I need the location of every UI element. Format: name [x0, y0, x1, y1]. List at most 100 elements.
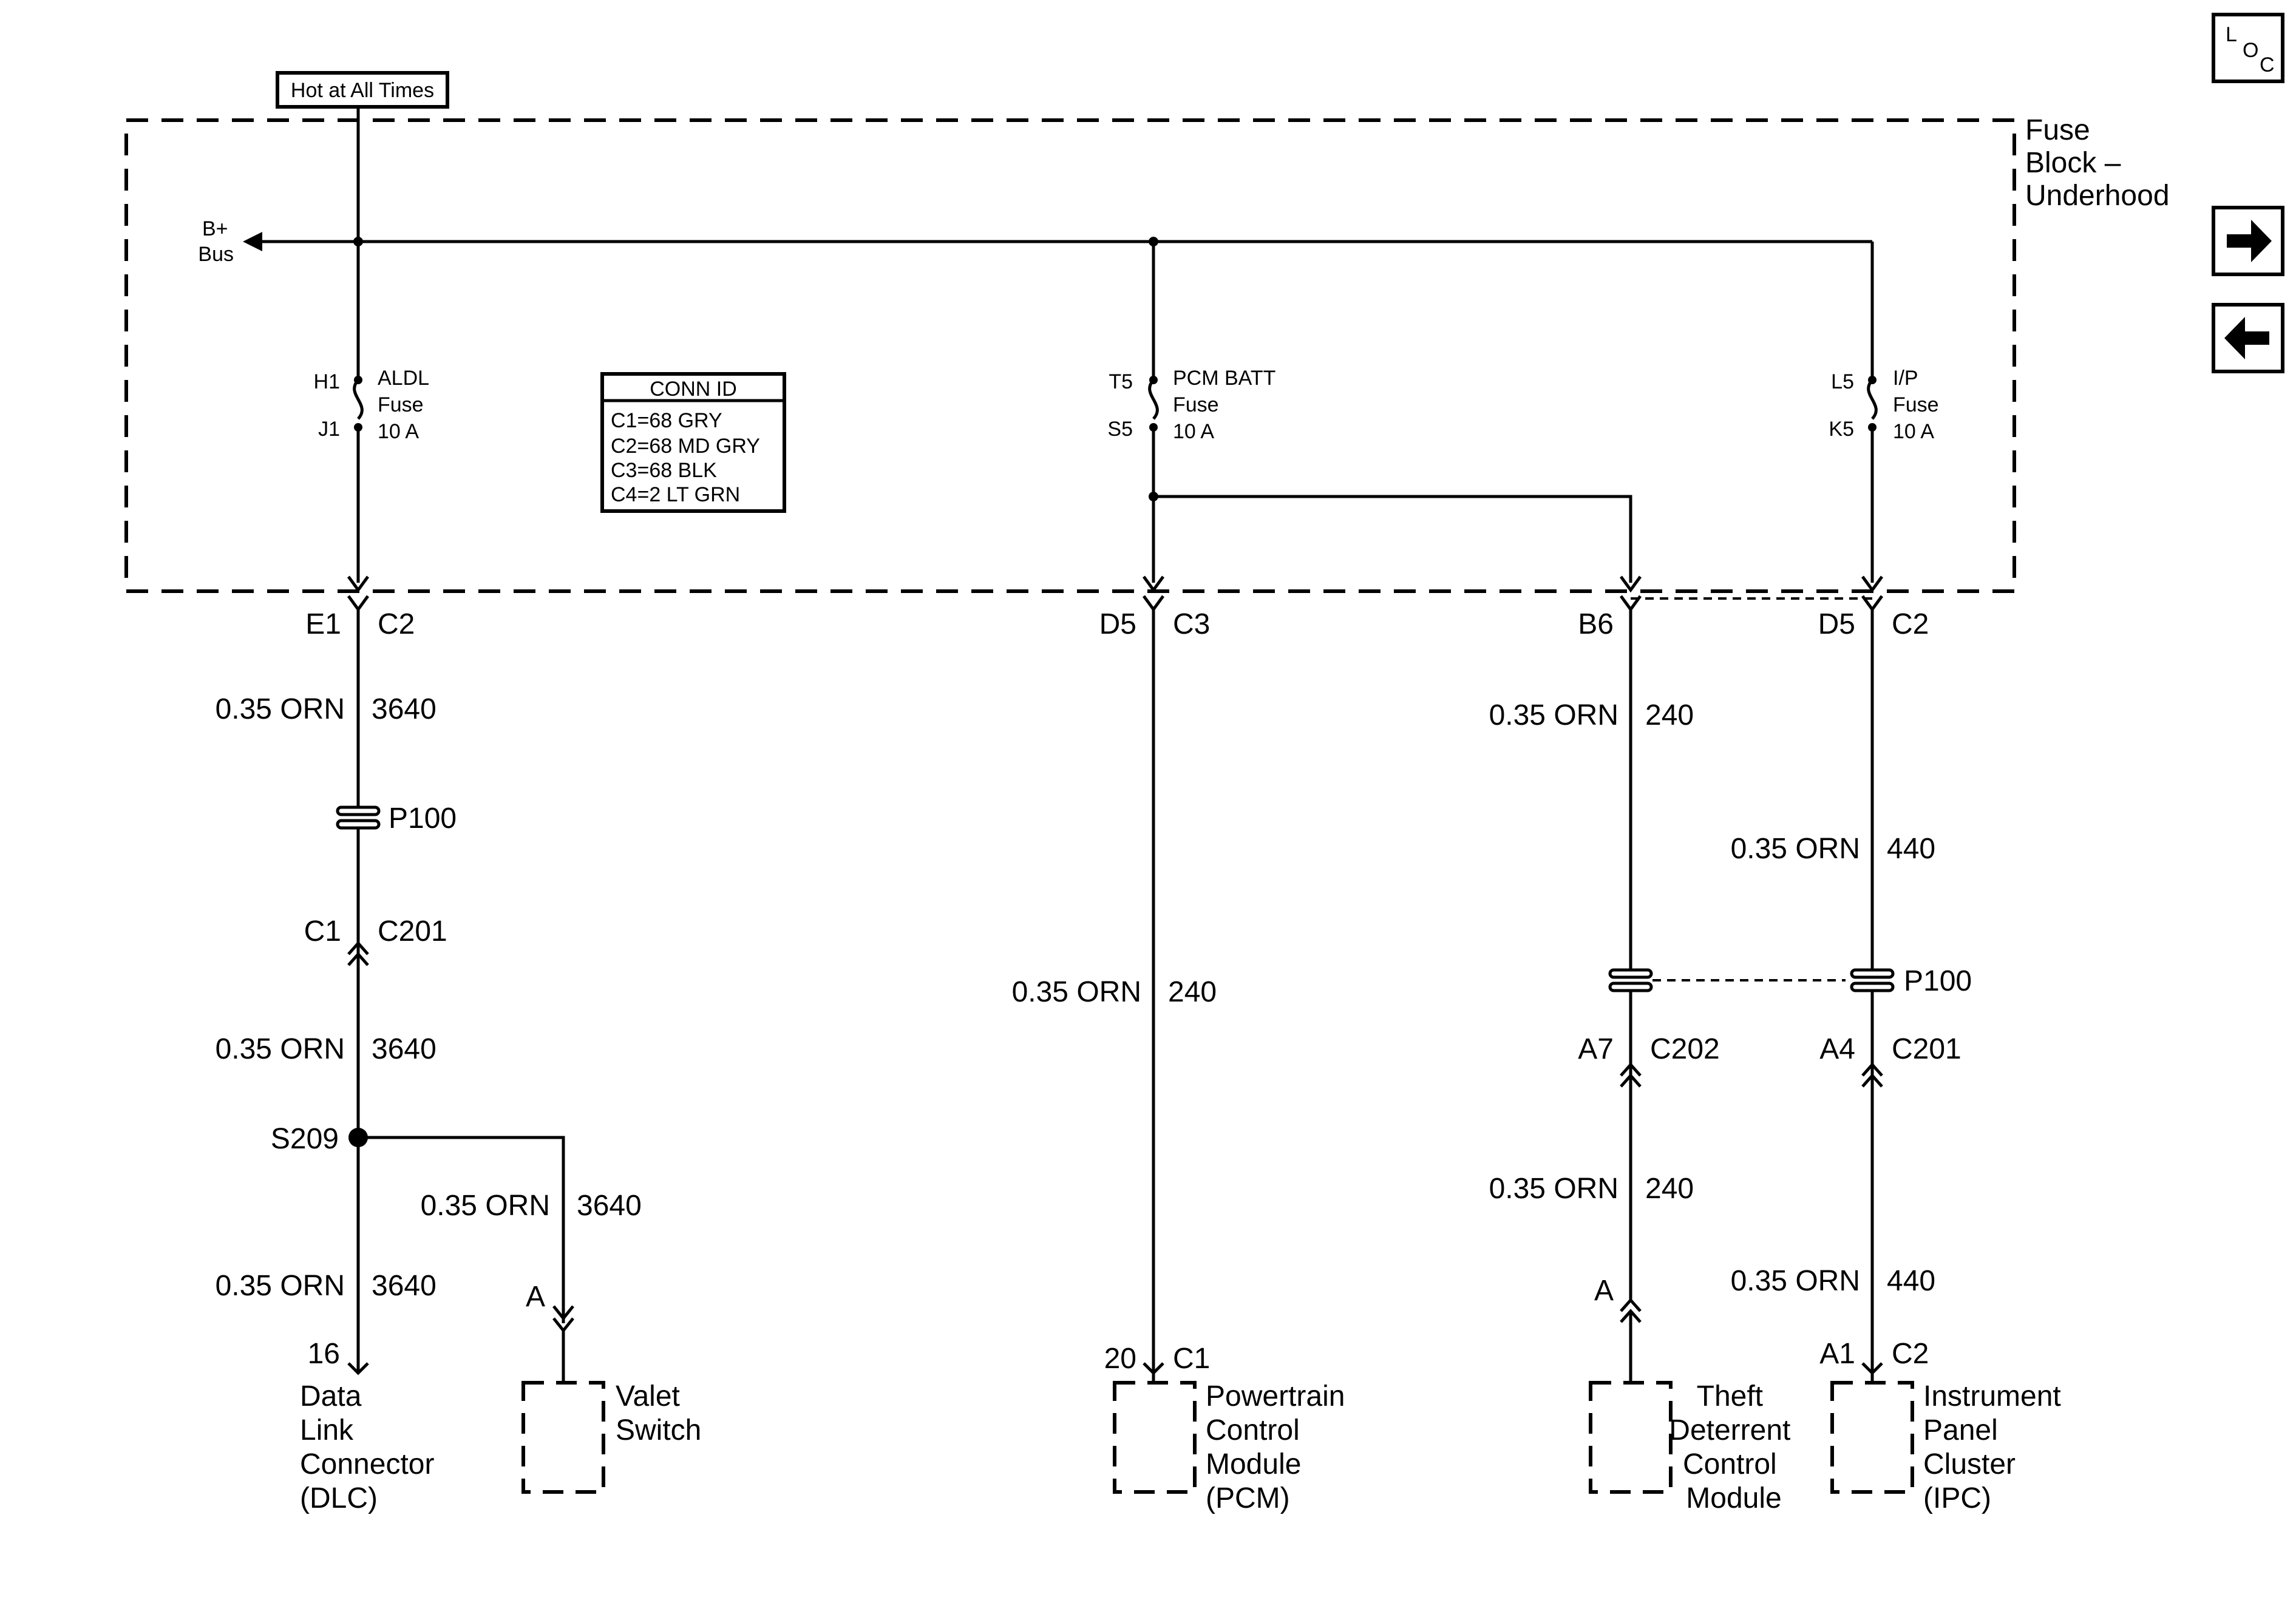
- connector-chevron: [1620, 1298, 1642, 1312]
- component-name: Theft Deterrent Control Module: [1669, 1380, 1798, 1514]
- terminal-arrow: [347, 1362, 369, 1375]
- fuse-symbol: [1867, 379, 1878, 420]
- arrow-right-icon: [2227, 220, 2272, 262]
- fuse-bottom-pin: S5: [1107, 418, 1133, 441]
- component-pin: 16: [308, 1338, 340, 1370]
- fuse-bottom-pin: K5: [1829, 418, 1854, 441]
- conn-id-row: C3=68 BLK: [611, 459, 717, 482]
- fuse-block-pin: D5: [1818, 608, 1855, 640]
- fuse-name: PCM BATT Fuse 10 A: [1173, 367, 1281, 443]
- inline-pin: C1: [304, 915, 341, 947]
- component-name: Valet Switch: [616, 1380, 701, 1446]
- wire-circuit: 3640: [577, 1190, 642, 1222]
- inline-conn: C201: [1892, 1033, 1961, 1065]
- passthrough-grommet: [1608, 968, 1653, 992]
- hot-label-box: [276, 71, 449, 109]
- fuse-block-pin: B6: [1578, 608, 1614, 640]
- component-pin: 20: [1104, 1343, 1136, 1375]
- wire-circuit: 240: [1645, 1173, 1694, 1205]
- bus-arrow: [243, 232, 262, 251]
- conn-id-title: CONN ID: [650, 378, 737, 401]
- passthrough-label: P100: [389, 802, 457, 835]
- fuse-name: ALDL Fuse 10 A: [378, 367, 434, 443]
- wire: [1153, 495, 1632, 583]
- wire-circuit: 240: [1645, 699, 1694, 731]
- connector-arrow: [552, 1305, 574, 1321]
- component-name: Powertrain Control Module (PCM): [1206, 1380, 1353, 1514]
- component-name: Instrument Panel Cluster (IPC): [1923, 1380, 2069, 1514]
- wire-circuit: 3640: [372, 1270, 436, 1302]
- previous-page-button[interactable]: [2212, 303, 2284, 373]
- component-pin: A1: [1819, 1338, 1855, 1370]
- conn-id-table: CONN ID C1=68 GRY C2=68 MD GRY C3=68 BLK…: [600, 372, 786, 513]
- fuse-bottom-pin: J1: [318, 418, 340, 441]
- passthrough-grommet: [1850, 968, 1895, 992]
- connector-fork: [1142, 595, 1165, 612]
- conn-id-row: C4=2 LT GRN: [611, 483, 740, 506]
- wire-gauge: 0.35 ORN: [216, 1033, 345, 1065]
- component-name: Data Link Connector (DLC): [300, 1380, 443, 1514]
- component-box: [521, 1381, 605, 1494]
- inline-conn: C202: [1650, 1033, 1720, 1065]
- wire-gauge: 0.35 ORN: [1731, 1265, 1860, 1297]
- inline-conn: C201: [378, 915, 447, 947]
- wire-gauge: 0.35 ORN: [216, 1270, 345, 1302]
- branch-pin: A: [1594, 1275, 1614, 1307]
- wire: [358, 1136, 565, 1323]
- wire-circuit: 3640: [372, 1033, 436, 1065]
- connector-arrow: [1619, 575, 1642, 593]
- wire-gauge: 0.35 ORN: [421, 1190, 550, 1222]
- passthrough-label: P100: [1904, 965, 1972, 997]
- loc-button[interactable]: L O C: [2212, 13, 2284, 83]
- component-box: [1113, 1381, 1197, 1494]
- fuse-name: I/P Fuse 10 A: [1893, 367, 1944, 443]
- fuse-block-pin: D5: [1099, 608, 1136, 640]
- fuse-block-conn: C2: [378, 608, 415, 640]
- branch-pin: A: [526, 1281, 545, 1313]
- wire-gauge: 0.35 ORN: [216, 693, 345, 725]
- component-conn: C2: [1892, 1338, 1929, 1370]
- connector-arrow: [347, 575, 370, 593]
- wire-gauge: 0.35 ORN: [1489, 699, 1618, 731]
- conn-id-row: C1=68 GRY: [611, 409, 722, 432]
- component-conn: C1: [1173, 1343, 1210, 1375]
- connector-fork: [347, 595, 370, 612]
- fuse-top-pin: H1: [314, 370, 340, 393]
- wire-gauge: 0.35 ORN: [1731, 833, 1860, 865]
- connector-arrow: [1861, 575, 1884, 593]
- fuse-top-pin: L5: [1831, 370, 1854, 393]
- svg-text:L: L: [2226, 23, 2237, 46]
- bus-label: B+ Bus: [198, 217, 234, 266]
- fuse-symbol: [353, 379, 364, 420]
- fuse-block-conn: C2: [1892, 608, 1929, 640]
- connector-chevron: [347, 941, 369, 955]
- connector-arrow: [1142, 575, 1165, 593]
- connector-chevron: [1620, 1062, 1642, 1077]
- passthrough-grommet: [336, 805, 381, 830]
- fuse-top-pin: T5: [1109, 370, 1133, 393]
- fuse-block-boundary: [124, 118, 2016, 593]
- next-page-button[interactable]: [2212, 206, 2284, 276]
- fuse-block-pin: E1: [305, 608, 341, 640]
- fuse-block-conn: C3: [1173, 608, 1210, 640]
- connector-chevron: [1861, 1062, 1883, 1077]
- wire-circuit: 3640: [372, 693, 436, 725]
- wire-circuit: 440: [1887, 1265, 1935, 1297]
- component-box: [1830, 1381, 1914, 1494]
- component-box: [1589, 1381, 1673, 1494]
- inline-pin: A7: [1578, 1033, 1614, 1065]
- wire-gauge: 0.35 ORN: [1012, 976, 1141, 1008]
- splice-label: S209: [271, 1123, 339, 1155]
- svg-text:O: O: [2243, 39, 2258, 62]
- inline-pin: A4: [1819, 1033, 1855, 1065]
- wire-circuit: 440: [1887, 833, 1935, 865]
- hot-label: Hot at All Times: [291, 79, 434, 102]
- fuse-symbol: [1148, 379, 1159, 420]
- arrow-left-icon: [2224, 317, 2269, 359]
- wire-circuit: 240: [1168, 976, 1217, 1008]
- wire-gauge: 0.35 ORN: [1489, 1173, 1618, 1205]
- fuse-block-title: Fuse Block – Underhood: [2025, 114, 2170, 212]
- conn-id-row: C2=68 MD GRY: [611, 435, 760, 458]
- svg-text:C: C: [2260, 53, 2275, 76]
